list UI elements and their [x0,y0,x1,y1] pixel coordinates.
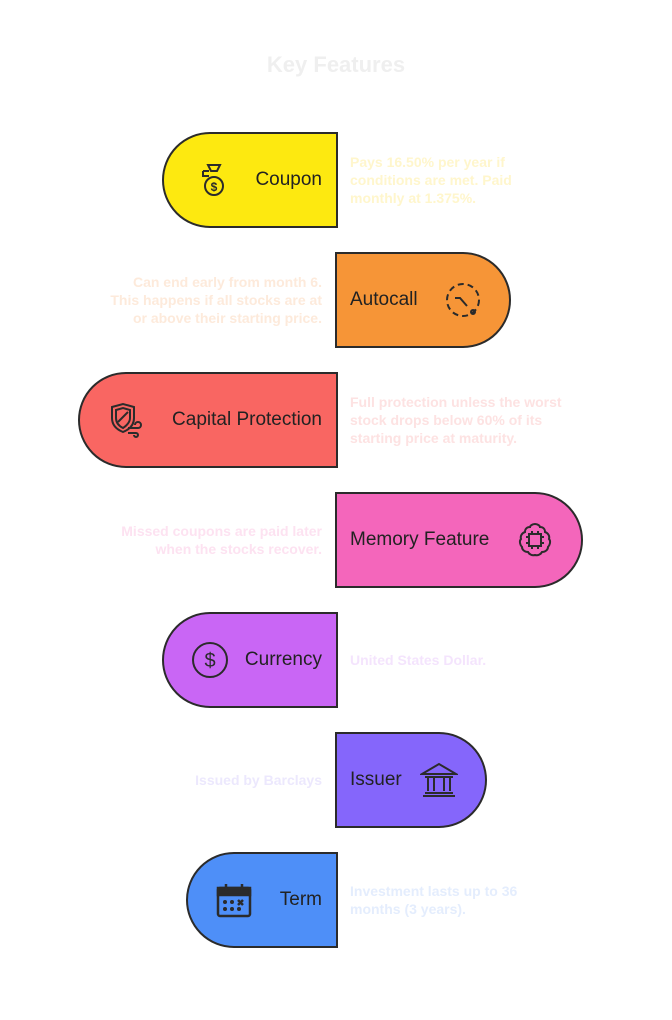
feature-memory: Memory Feature [335,492,583,588]
feature-term: Term [186,852,338,948]
feature-autocall: Autocall [335,252,511,348]
feature-label: Currency [244,649,322,670]
feature-coupon: $ Coupon [162,132,338,228]
feature-label: Term [279,889,322,910]
feature-description: Can end early from month 6. This happens… [110,274,322,326]
svg-text:$: $ [211,180,218,194]
feature-currency: $ Currency [162,612,338,708]
feature-label: Autocall [350,289,418,310]
bank-icon [419,760,459,800]
svg-text:$: $ [204,650,215,672]
brain-chip-icon [515,520,555,560]
feature-label: Issuer [350,769,402,790]
feature-description: Pays 16.50% per year if conditions are m… [350,154,512,206]
feature-description: Issued by Barclays [195,772,322,788]
page-title: Key Features [266,52,406,77]
shield-wind-icon [106,400,146,440]
feature-label: Coupon [255,169,322,190]
calendar-icon [214,880,254,920]
feature-description: Full protection unless the worst stock d… [350,394,562,446]
feature-description: United States Dollar. [350,652,487,668]
feature-label: Memory Feature [350,529,490,550]
timer-icon [443,280,483,320]
dollar-circle-icon: $ [190,640,230,680]
feature-description: Missed coupons are paid later when the s… [121,523,322,557]
money-bag-icon: $ [194,160,234,200]
feature-description: Investment lasts up to 36 months (3 year… [350,883,518,917]
feature-issuer: Issuer [335,732,487,828]
feature-capital-protection: Capital Protection [78,372,338,468]
feature-label: Capital Protection [172,409,322,430]
